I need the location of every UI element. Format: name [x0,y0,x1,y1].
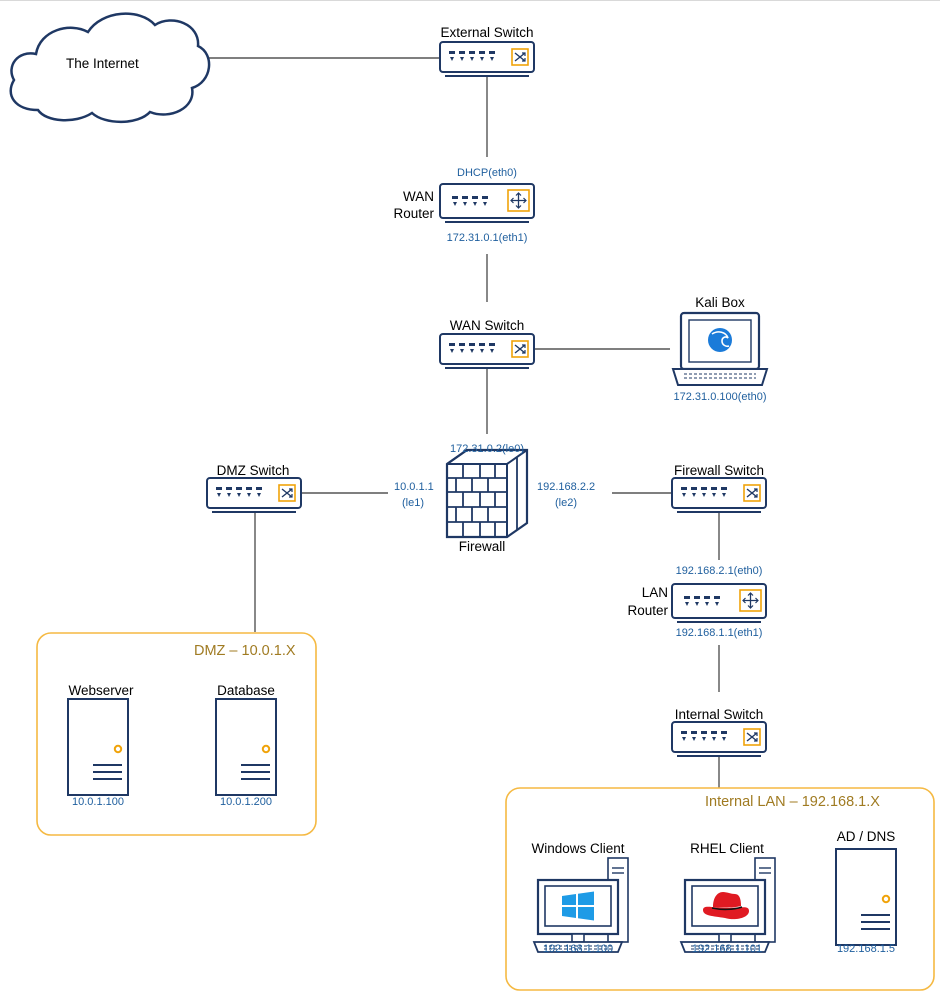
lan-zone-title: Internal LAN – 192.168.1.X [705,794,880,810]
lan-router-ip-top: 192.168.2.1(eth0) [675,565,763,577]
redhat-logo-icon [703,892,749,920]
external-switch-icon [439,41,535,77]
dmz-switch-icon [206,477,302,513]
cloud-icon [9,12,211,124]
database-ip: 10.0.1.200 [220,796,272,808]
firewall-ip-left-1: 10.0.1.1 [394,481,434,493]
ad-dns-label: AD / DNS [836,829,896,844]
windows-desktop-icon [532,856,630,954]
dmz-zone [36,632,317,836]
wan-router-icon [439,183,535,223]
rhel-client-ip: 192.168.1.101 [691,943,763,955]
firewall-switch-icon [671,477,767,513]
top-border [0,0,940,1]
firewall-switch-label: Firewall Switch [673,463,765,478]
dmz-zone-title: DMZ – 10.0.1.X [194,643,296,659]
windows-client-label: Windows Client [531,841,625,856]
internet-label: The Internet [66,56,139,71]
lan-router-label-line1: LAN [641,585,668,600]
firewall-ip-top: 172.31.0.2(le0) [450,443,524,455]
laptop-icon [671,311,769,386]
firewall-icon [445,448,529,539]
ad-dns-server-icon [835,848,897,946]
rhel-client-label: RHEL Client [690,841,764,856]
firewall-ip-right-2: (le2) [555,497,578,509]
lan-zone [505,787,935,991]
internal-switch-icon [671,721,767,757]
wan-router-ip-top: DHCP(eth0) [457,167,517,179]
firewall-label: Firewall [458,539,506,554]
internal-switch-label: Internal Switch [674,707,764,722]
database-server-icon [215,698,277,796]
kali-ip: 172.31.0.100(eth0) [673,391,767,403]
ad-dns-ip: 192.168.1.5 [836,943,896,955]
wan-router-label-line2: Router [393,206,434,221]
wan-router-ip-bottom: 172.31.0.1(eth1) [446,232,528,244]
connections [205,57,720,788]
lan-router-icon [671,583,767,623]
lan-router-ip-bottom: 192.168.1.1(eth1) [675,627,763,639]
redhat-desktop-icon [679,856,777,954]
webserver-label: Webserver [68,683,134,698]
windows-logo-icon [562,891,594,921]
wan-switch-icon [439,333,535,369]
external-switch-label: External Switch [440,25,534,40]
lan-router-label-line2: Router [627,603,668,618]
kali-label: Kali Box [695,295,745,310]
database-label: Database [217,683,275,698]
webserver-ip: 10.0.1.100 [72,796,124,808]
windows-client-ip: 192.168.1.100 [542,943,614,955]
firewall-ip-right-1: 192.168.2.2 [537,481,596,493]
wan-router-label-line1: WAN [403,189,434,204]
firewall-ip-left-2: (le1) [402,497,425,509]
dmz-switch-label: DMZ Switch [216,463,290,478]
wan-switch-label: WAN Switch [449,318,525,333]
webserver-icon [67,698,129,796]
